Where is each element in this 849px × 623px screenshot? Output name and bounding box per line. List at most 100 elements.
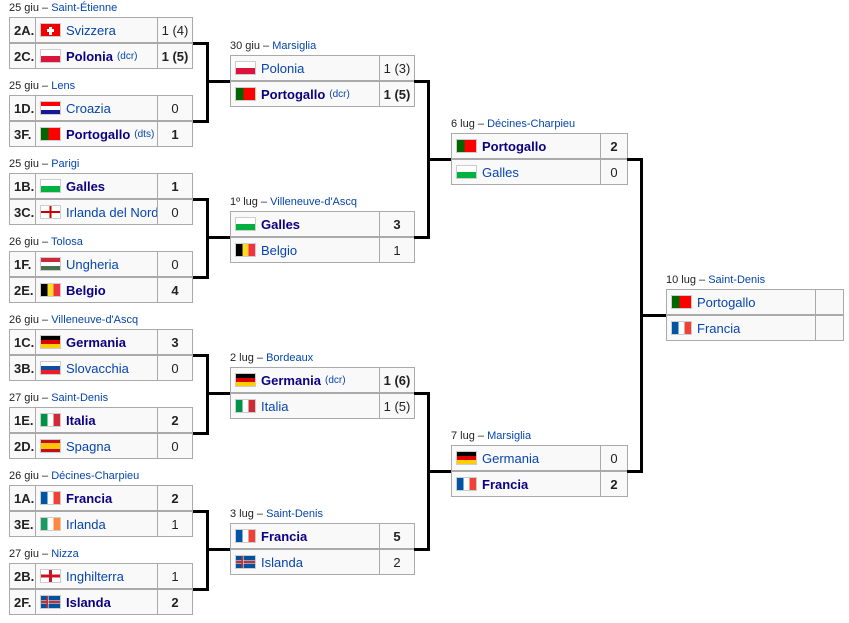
team-seed: 2F.: [9, 589, 36, 615]
team-note: (dts): [134, 128, 155, 140]
match-label: 25 giu – Lens: [9, 80, 76, 92]
team-name-link[interactable]: Belgio: [261, 242, 298, 258]
team-name-link[interactable]: Francia: [66, 490, 113, 506]
flag-eng-icon: [40, 569, 61, 583]
flag-por-icon: [456, 139, 477, 153]
team-name-link[interactable]: Germania: [482, 450, 540, 466]
team-seed: 1F.: [9, 251, 36, 277]
match-venue-link[interactable]: Villeneuve-d'Ascq: [51, 314, 139, 326]
team-name-link[interactable]: Portogallo: [261, 86, 326, 102]
team-name-link[interactable]: Portogallo: [66, 126, 131, 142]
match-venue-link[interactable]: Saint-Étienne: [51, 2, 118, 14]
team-name-link[interactable]: Portogallo: [697, 294, 756, 310]
bracket-connector-line: [414, 236, 429, 239]
team-score: 2: [157, 485, 193, 511]
flag-wal-icon: [235, 217, 256, 231]
team-name-link[interactable]: Croazia: [66, 100, 111, 116]
match-label: 10 lug – Saint-Denis: [666, 274, 766, 286]
team-name-link[interactable]: Francia: [697, 320, 741, 336]
match-venue-link[interactable]: Saint-Denis: [51, 392, 109, 404]
team-cell: Portogallo: [666, 289, 816, 315]
team-name-link[interactable]: Galles: [261, 216, 301, 232]
team-cell: Svizzera: [35, 17, 158, 43]
match-venue-link[interactable]: Décines-Charpieu: [51, 470, 140, 482]
match-date: 6 lug: [451, 118, 475, 130]
match-venue-link[interactable]: Nizza: [51, 548, 79, 560]
team-name-link[interactable]: Inghilterra: [66, 568, 124, 584]
flag-ger-icon: [40, 335, 61, 349]
match-venue-link[interactable]: Lens: [51, 80, 76, 92]
match-date: 25 giu: [9, 2, 39, 14]
match-venue-link[interactable]: Bordeaux: [266, 352, 314, 364]
team-score: 1: [157, 511, 193, 537]
flag-pol-icon: [235, 61, 256, 75]
team-name-link[interactable]: Spagna: [66, 438, 111, 454]
match-label: 26 giu – Villeneuve-d'Ascq: [9, 314, 139, 326]
team-row: Germania(dcr)1 (6): [230, 367, 415, 393]
match-venue-link[interactable]: Parigi: [51, 158, 80, 170]
match-date: 10 lug: [666, 274, 696, 286]
match-date: 25 giu: [9, 80, 39, 92]
match-venue-link[interactable]: Villeneuve-d'Ascq: [270, 196, 358, 208]
team-cell: Italia: [35, 407, 158, 433]
team-name-link[interactable]: Islanda: [66, 594, 111, 610]
flag-fra-icon: [671, 321, 692, 335]
flag-isl-icon: [40, 595, 61, 609]
flag-cro-icon: [40, 101, 61, 115]
team-name-link[interactable]: Francia: [482, 476, 529, 492]
team-cell: Francia: [35, 485, 158, 511]
flag-fra-icon: [456, 477, 477, 491]
match-venue-link[interactable]: Décines-Charpieu: [487, 118, 576, 130]
team-name-link[interactable]: Islanda: [261, 554, 303, 570]
flag-ita-icon: [235, 399, 256, 413]
match-venue-link[interactable]: Saint-Denis: [266, 508, 323, 520]
team-name-link[interactable]: Italia: [66, 412, 96, 428]
team-name-link[interactable]: Italia: [261, 398, 289, 414]
match-date: 27 giu: [9, 392, 39, 404]
match-date: 27 giu: [9, 548, 39, 560]
team-cell: Germania(dcr): [230, 367, 380, 393]
team-cell: Spagna: [35, 433, 158, 459]
team-score: 5: [379, 523, 415, 549]
match-date: 7 lug: [451, 430, 475, 442]
match-venue-link[interactable]: Saint-Denis: [708, 274, 766, 286]
team-cell: Ungheria: [35, 251, 158, 277]
team-name-link[interactable]: Svizzera: [66, 22, 116, 38]
team-seed: 2E.: [9, 277, 36, 303]
team-row: 2C.Polonia(dcr)1 (5): [9, 43, 193, 69]
bracket-connector-line: [193, 588, 208, 591]
match-venue-link[interactable]: Tolosa: [51, 236, 83, 248]
match-venue-link[interactable]: Marsiglia: [487, 430, 532, 442]
team-name-link[interactable]: Irlanda del Nord: [66, 204, 158, 220]
bracket-connector-line: [193, 198, 208, 201]
bracket-connector-line: [427, 158, 451, 161]
match-venue-link[interactable]: Marsiglia: [272, 40, 317, 52]
bracket-connector-line: [193, 276, 208, 279]
team-name-link[interactable]: Germania: [66, 334, 126, 350]
team-name-link[interactable]: Galles: [482, 164, 519, 180]
team-name-link[interactable]: Irlanda: [66, 516, 106, 532]
team-name-link[interactable]: Polonia: [66, 48, 113, 64]
flag-pol-icon: [40, 49, 61, 63]
team-name-link[interactable]: Galles: [66, 178, 106, 194]
team-cell: Irlanda: [35, 511, 158, 537]
bracket-connector-line: [414, 80, 429, 83]
match-date: 26 giu: [9, 470, 39, 482]
team-name-link[interactable]: Portogallo: [482, 138, 547, 154]
team-name-link[interactable]: Slovacchia: [66, 360, 129, 376]
team-name-link[interactable]: Polonia: [261, 60, 305, 76]
team-name-link[interactable]: Ungheria: [66, 256, 119, 272]
team-name-link[interactable]: Francia: [261, 528, 308, 544]
bracket-connector-line: [193, 354, 208, 357]
team-name-link[interactable]: Germania: [261, 372, 321, 388]
team-score: 0: [157, 95, 193, 121]
match-label: 30 giu – Marsiglia: [230, 40, 317, 52]
team-score: 0: [157, 355, 193, 381]
team-name-link[interactable]: Belgio: [66, 282, 106, 298]
